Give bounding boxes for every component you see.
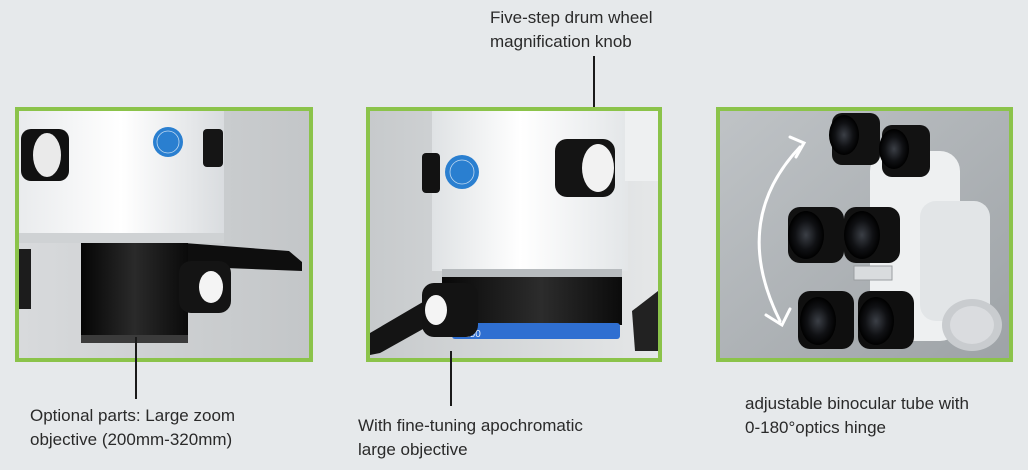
leader-line-top [593,56,595,140]
caption-line: large objective [358,440,468,459]
caption-line: magnification knob [490,32,632,51]
panel-apochromatic-objective: F250 [366,107,662,362]
caption-line: 0-180°optics hinge [745,418,887,437]
caption-zoom-objective: Optional parts: Large zoom objective (20… [30,404,235,452]
caption-apochromatic-objective: With fine-tuning apochromatic large obje… [358,414,583,462]
caption-line: objective (200mm-320mm) [30,430,233,449]
caption-line: Optional parts: Large zoom [30,406,236,425]
eyepiece-bottom-pair [798,291,914,349]
panel-binocular-tube [716,107,1013,362]
apochromatic-objective-photo: F250 [370,111,658,358]
caption-line: Five-step drum wheel [490,8,653,27]
panel-zoom-objective [15,107,313,362]
leader-line-left [135,337,137,399]
eyepiece-middle-pair [788,207,900,263]
leader-line-center [450,351,452,406]
zoom-objective-photo [19,111,309,358]
binocular-tube-photo [720,111,1009,358]
caption-line: With fine-tuning apochromatic [358,416,583,435]
rotation-arrow-icon [757,135,807,328]
eyepiece-top-pair [829,113,930,177]
caption-line: adjustable binocular tube with [745,394,969,413]
caption-magnification-knob: Five-step drum wheel magnification knob [490,6,653,54]
caption-binocular-tube: adjustable binocular tube with 0-180°opt… [745,392,969,440]
